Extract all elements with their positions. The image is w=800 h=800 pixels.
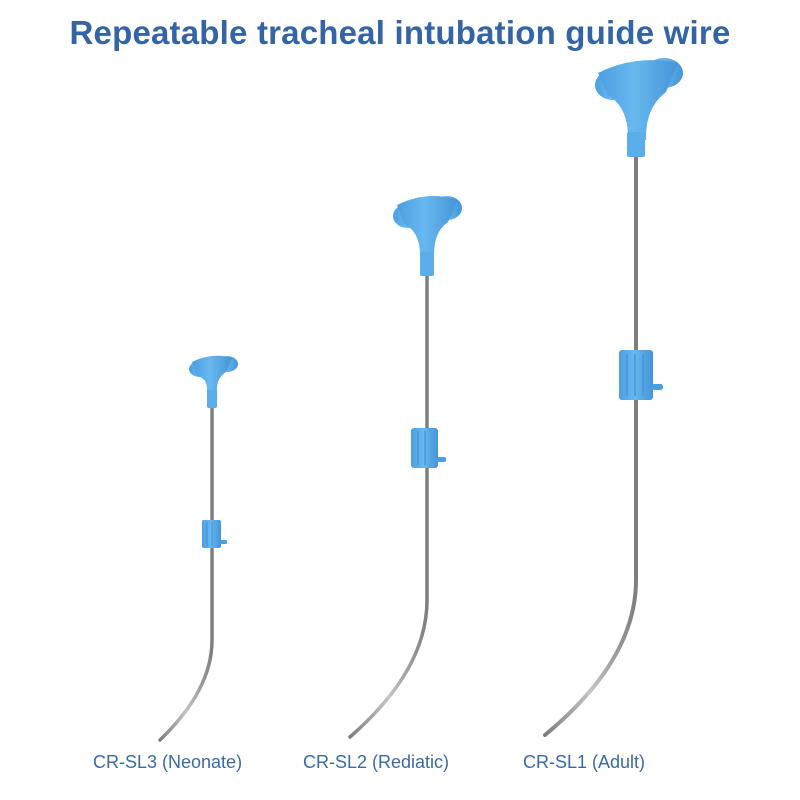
clamp-adult [619, 350, 663, 400]
clamp-neonate [202, 520, 227, 548]
product-label-adult: CR-SL1 (Adult) [523, 752, 646, 772]
wire-neonate [158, 406, 214, 742]
handle-adult [595, 58, 683, 157]
guide-wire-rediatic [348, 196, 462, 739]
handle-rediatic [393, 196, 462, 276]
wire-rediatic [348, 273, 429, 739]
product-label-neonate: CR-SL3 (Neonate) [93, 752, 243, 772]
product-label-rediatic: CR-SL2 (Rediatic) [303, 752, 450, 772]
handle-neonate [189, 355, 238, 408]
guide-wire-adult [543, 58, 683, 737]
wire-adult [543, 153, 638, 737]
guide-wire-neonate [158, 355, 238, 742]
page-title: Repeatable tracheal intubation guide wir… [69, 14, 731, 51]
clamp-rediatic [411, 428, 446, 468]
